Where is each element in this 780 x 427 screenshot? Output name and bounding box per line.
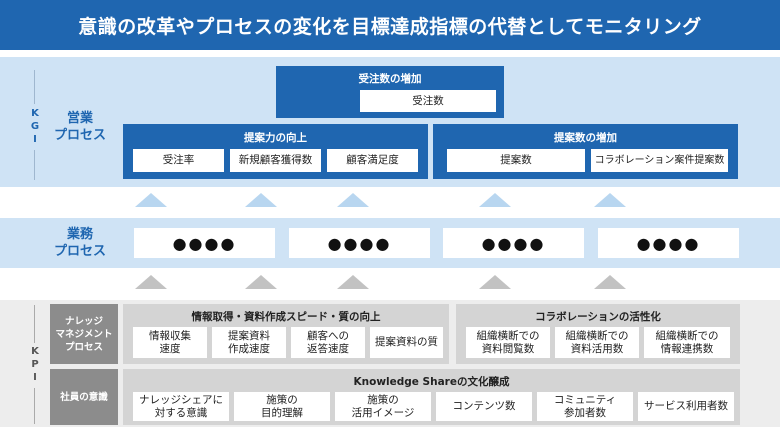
kpi-bracket-bottom <box>34 388 35 424</box>
order-count-box: 受注数の増加 受注数 <box>276 66 504 118</box>
knowledge-management-label: ナレッジ マネジメント プロセス <box>50 304 118 364</box>
order-rate-cell: 受注率 <box>133 149 224 172</box>
arrow-up <box>135 193 167 207</box>
proposal-count-title: 提案数の増加 <box>554 132 617 144</box>
customer-satisfaction-cell: 顧客満足度 <box>327 149 418 172</box>
purpose-understanding-cell: 施策の 目的理解 <box>234 392 330 421</box>
arrow-up <box>594 275 626 289</box>
customer-reply-speed-cell: 顧客への 返答速度 <box>291 327 365 358</box>
usage-image-cell: 施策の 活用イメージ <box>335 392 431 421</box>
order-count-title: 受注数の増加 <box>358 73 422 85</box>
business-item: ●●●● <box>289 228 430 258</box>
arrow-up <box>337 275 369 289</box>
business-item: ●●●● <box>134 228 275 258</box>
cross-org-link-cell: 組織横断での 情報連携数 <box>644 327 730 358</box>
collaboration-title: コラボレーションの活性化 <box>535 311 661 323</box>
cross-org-use-cell: 組織横断での 資料活用数 <box>555 327 639 358</box>
arrow-up <box>479 275 511 289</box>
info-speed-quality-box: 情報取得・資料作成スピード・質の向上 情報収集 速度 提案資料 作成速度 顧客へ… <box>123 304 449 364</box>
kgi-bracket-bottom <box>34 150 35 180</box>
label-letter: K <box>31 346 39 357</box>
share-awareness-cell: ナレッジシェアに 対する意識 <box>133 392 229 421</box>
order-count-cell: 受注数 <box>360 90 496 112</box>
knowledge-culture-box: Knowledge Shareの文化醸成 ナレッジシェアに 対する意識 施策の … <box>123 369 740 425</box>
proposal-count-cell: 提案数 <box>447 149 585 172</box>
label-letter: I <box>33 134 37 145</box>
proposal-count-box: 提案数の増加 提案数 コラボレーション案件提案数 <box>433 124 738 179</box>
kpi-bracket-top <box>34 305 35 343</box>
cross-org-view-cell: 組織横断での 資料閲覧数 <box>466 327 550 358</box>
content-count-cell: コンテンツ数 <box>436 392 532 421</box>
doc-creation-speed-cell: 提案資料 作成速度 <box>212 327 286 358</box>
label-letter: K <box>31 108 39 119</box>
kgi-bracket-top <box>34 70 35 104</box>
label-letter: I <box>33 372 37 383</box>
business-process-label: 業務 プロセス <box>53 227 106 259</box>
label-letter: G <box>30 121 40 132</box>
info-speed-quality-title: 情報取得・資料作成スピード・質の向上 <box>191 311 381 323</box>
community-participants-cell: コミュニティ 参加者数 <box>537 392 633 421</box>
diagram-title: 意識の改革やプロセスの変化を目標達成指標の代替としてモニタリング <box>0 0 780 50</box>
arrow-up <box>594 193 626 207</box>
knowledge-culture-title: Knowledge Shareの文化醸成 <box>353 376 510 388</box>
new-customer-cell: 新規顧客獲得数 <box>230 149 321 172</box>
proposal-quality-cell: 提案資料の質 <box>370 327 443 358</box>
business-item: ●●●● <box>598 228 739 258</box>
employee-mindset-label: 社員の意識 <box>50 369 118 425</box>
arrow-up <box>135 275 167 289</box>
arrow-up <box>479 193 511 207</box>
info-collection-speed-cell: 情報収集 速度 <box>133 327 207 358</box>
label-letter: P <box>31 359 39 370</box>
arrow-up <box>245 275 277 289</box>
collaboration-box: コラボレーションの活性化 組織横断での 資料閲覧数 組織横断での 資料活用数 組… <box>456 304 740 364</box>
proposal-power-title: 提案力の向上 <box>244 132 307 144</box>
collab-proposal-cell: コラボレーション案件提案数 <box>591 149 728 172</box>
service-users-cell: サービス利用者数 <box>638 392 734 421</box>
arrow-up <box>245 193 277 207</box>
sales-process-label: 営業 プロセス <box>53 111 106 143</box>
proposal-power-box: 提案力の向上 受注率 新規顧客獲得数 顧客満足度 <box>123 124 428 179</box>
business-item: ●●●● <box>443 228 584 258</box>
arrow-up <box>337 193 369 207</box>
